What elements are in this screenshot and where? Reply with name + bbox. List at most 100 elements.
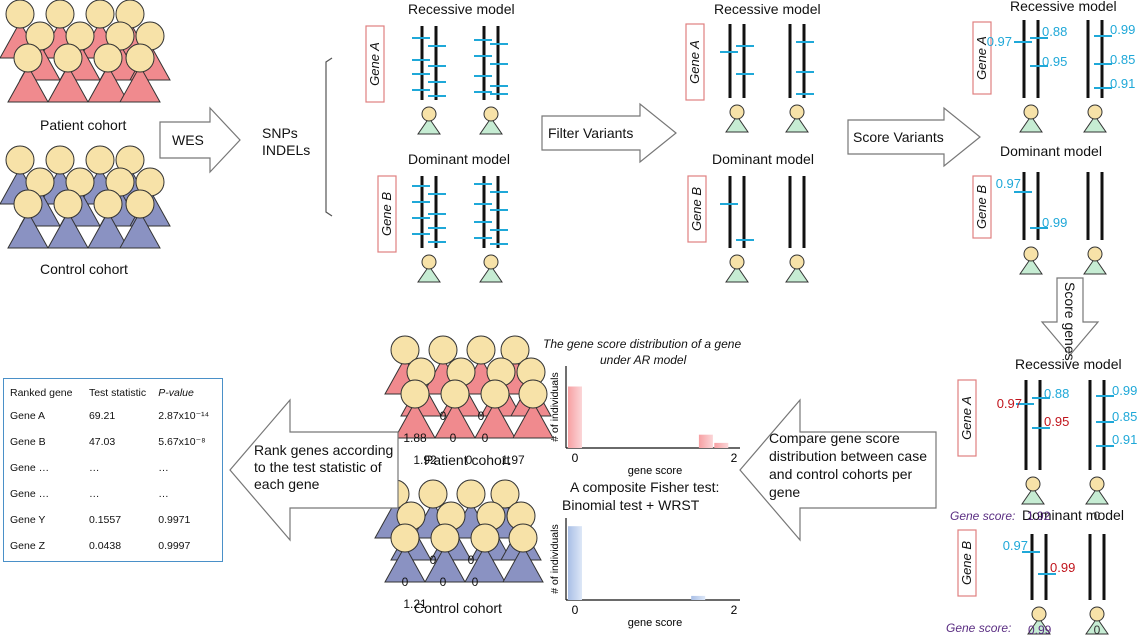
variant-score: 0.99 [1110, 22, 1135, 37]
snps-label: SNPs [262, 125, 298, 141]
cell-statistic: 0.0438 [88, 540, 122, 552]
compare-line-1: Compare gene score [769, 430, 900, 446]
cohort-score-label: 0 [440, 575, 447, 589]
individual-head [729, 254, 745, 270]
patient-cohort-top [0, 0, 171, 103]
control-cohort-label: Control cohort [40, 261, 128, 277]
variant-score: 0.97 [1003, 538, 1028, 553]
individual-icon [417, 117, 441, 135]
histogram-bar [698, 434, 713, 448]
x-tick-0: 0 [572, 603, 579, 617]
individual-icon [479, 117, 503, 135]
individual-icon [479, 265, 503, 283]
x-axis-label: gene score [628, 617, 682, 629]
variant-score: 0.88 [1042, 24, 1067, 39]
individual-icon [1019, 257, 1043, 275]
gene-score-label: Gene score: [950, 509, 1015, 523]
score-genes-label: Score genes [1062, 282, 1078, 361]
recessive-model-title-1: Recessive model [408, 1, 515, 17]
cell-p-value: 0.9997 [158, 540, 191, 552]
individual-icon [417, 265, 441, 283]
compare-arrow: Compare gene score distribution between … [739, 398, 937, 542]
dominant-model-title-4: Dominant model [1022, 507, 1124, 523]
gene-b-box [377, 175, 397, 253]
fisher-line-1: A composite Fisher test: [570, 479, 719, 495]
gene-box-label: Gene A [367, 42, 382, 86]
person-figure [434, 379, 476, 439]
dist-title-line-2: under AR model [600, 353, 687, 367]
person-figure [464, 523, 506, 583]
cohort-score-label: 0 [466, 453, 473, 467]
cohort-score-label: 1.97 [501, 453, 525, 467]
table-row: Gene A 69.21 2.87x10⁻¹⁴ [10, 403, 216, 429]
gene-score-value: 0 [1094, 509, 1101, 523]
gene-a-box-scored [972, 21, 992, 95]
person-figure [7, 43, 49, 103]
individual-head [483, 254, 499, 270]
header-p-value: P-value [158, 387, 194, 399]
cohort-score-label: 0 [440, 409, 447, 423]
cell-p-value: 5.67x10⁻⁸ [158, 436, 206, 448]
individual-head [1087, 246, 1103, 262]
person-figure [394, 379, 436, 439]
person-figure [87, 189, 129, 249]
variant-score: 0.99 [1050, 560, 1075, 575]
cell-p-value: … [158, 488, 169, 500]
individual-head [1087, 104, 1103, 120]
cell-statistic: 0.1557 [88, 514, 122, 526]
person-figure [119, 43, 161, 103]
gene-b-box-gene-score [957, 529, 977, 597]
fisher-line-2: Binomial test + WRST [562, 497, 700, 513]
variant-score: 0.97 [997, 396, 1022, 411]
individual-icon [1083, 115, 1107, 133]
individual-head [1023, 246, 1039, 262]
person-figure [512, 379, 554, 439]
dominant-model-title-3: Dominant model [1000, 143, 1102, 159]
control-cohort-top [0, 145, 171, 249]
gene-box-label: Gene B [689, 187, 704, 231]
cohort-score-label: 0 [478, 409, 485, 423]
table-header: Ranked gene Test statistic P-value [10, 383, 216, 403]
individual-head [789, 254, 805, 270]
gene-score-value: 0.99 [1028, 623, 1052, 637]
individual-head [1023, 104, 1039, 120]
individual-icon [1083, 257, 1107, 275]
gene-score-value: 0 [1094, 623, 1101, 637]
histogram-bar [568, 526, 582, 600]
wes-label: WES [172, 132, 204, 148]
gene-box-label: Gene A [687, 40, 702, 84]
individual-icon [1019, 115, 1043, 133]
header-test-statistic: Test statistic [88, 387, 147, 399]
compare-line-3: and control cohorts per [769, 466, 913, 482]
cell-statistic: 69.21 [88, 410, 116, 422]
individual-head [421, 254, 437, 270]
recessive-model-title-3: Recessive model [1010, 0, 1117, 14]
person-figure [47, 189, 89, 249]
person-figure [424, 523, 466, 583]
variant-score: 0.99 [1112, 383, 1137, 398]
cell-gene: Gene B [10, 436, 46, 448]
individual-head [729, 104, 745, 120]
dominant-model-title-1: Dominant model [408, 151, 510, 167]
cell-statistic: 47.03 [88, 436, 116, 448]
cell-p-value: 0.9971 [158, 514, 191, 526]
cohort-score-label: 1.88 [403, 431, 427, 445]
histogram-bar [568, 386, 582, 448]
person-figure [384, 523, 426, 583]
histogram-bar [714, 442, 729, 448]
gene-box-label: Gene A [959, 396, 974, 440]
individual-icon [725, 265, 749, 283]
recessive-model-title-4: Recessive model [1015, 356, 1122, 372]
x-tick-0: 0 [572, 451, 579, 465]
gene-box-label: Gene B [959, 541, 974, 585]
cohort-score-label: 1.21 [403, 597, 427, 611]
cohort-score-label: 0 [468, 553, 475, 567]
person-figure [474, 379, 516, 439]
